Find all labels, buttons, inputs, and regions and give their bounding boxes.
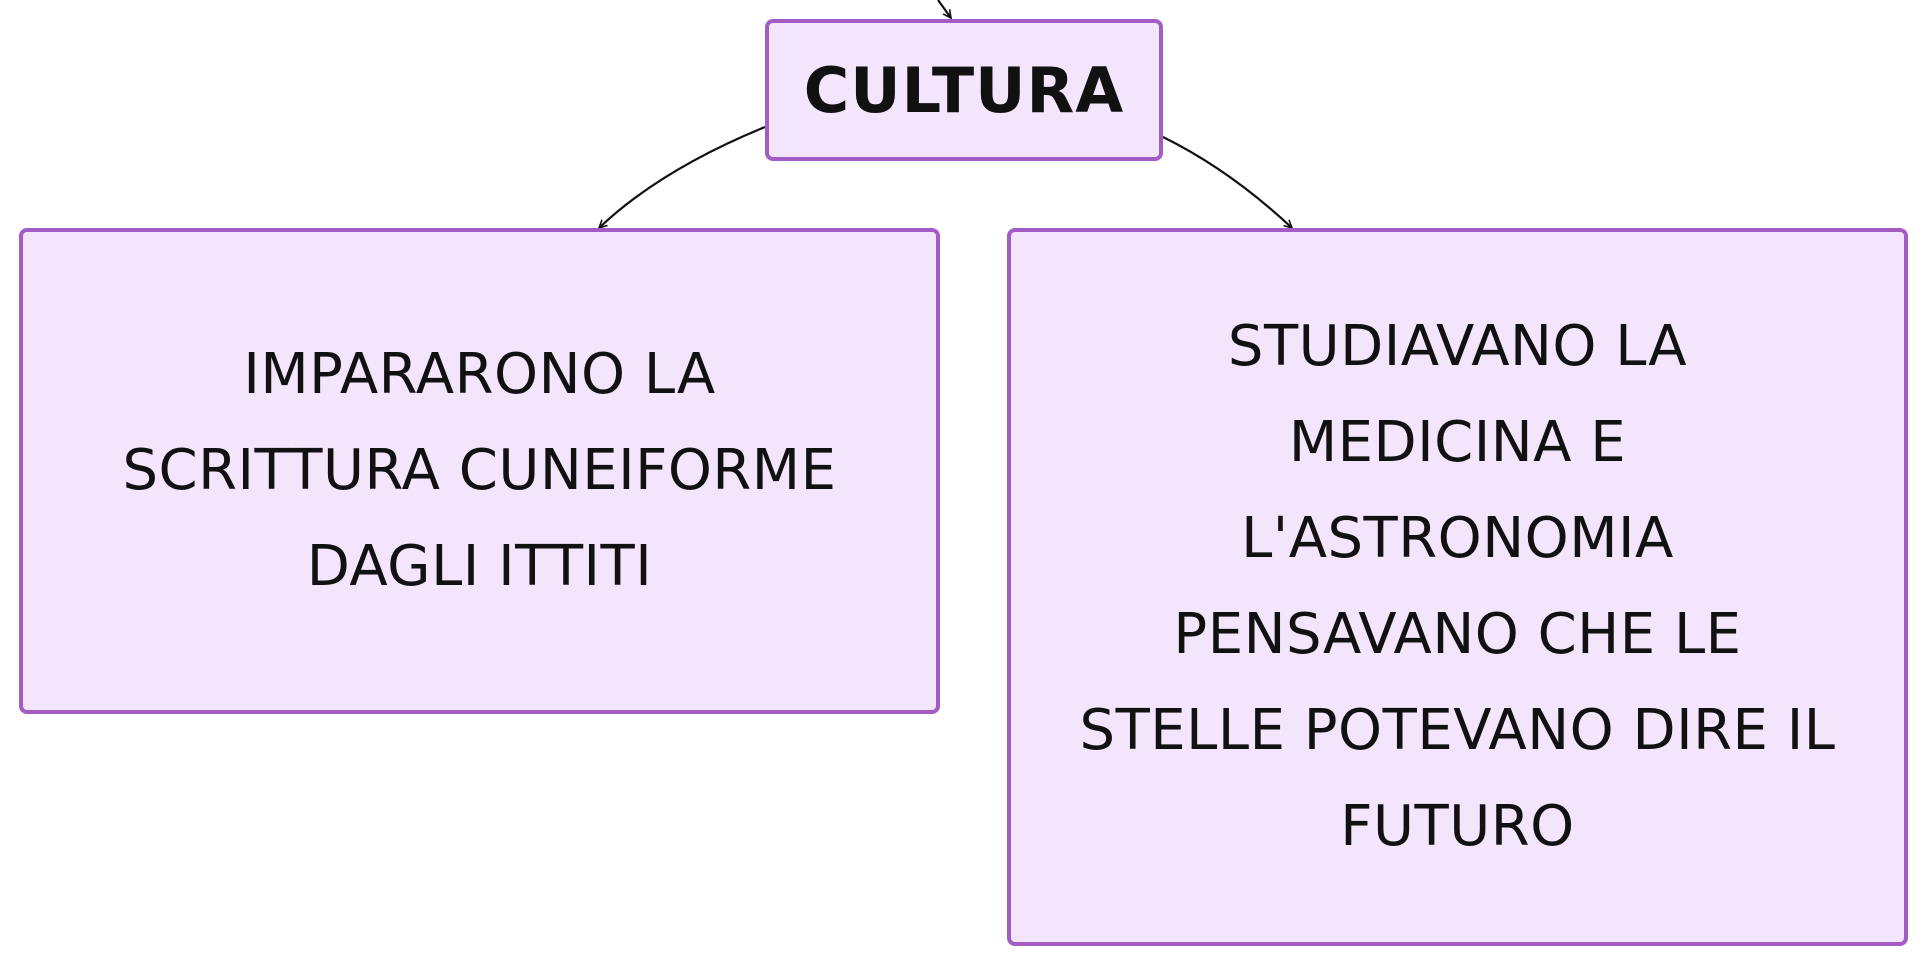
- connector-root-left: [599, 125, 766, 228]
- child-node-line: L'ASTRONOMIA: [1241, 506, 1674, 571]
- child-node-line: DAGLI ITTITI: [306, 534, 653, 599]
- child-node-scrittura[interactable]: IMPARARONO LA SCRITTURA CUNEIFORME DAGLI…: [19, 228, 940, 714]
- child-node-line: SCRITTURA CUNEIFORME: [122, 438, 837, 503]
- incoming-connector: [937, 0, 951, 18]
- child-node-medicina[interactable]: STUDIAVANO LA MEDICINA E L'ASTRONOMIA PE…: [1007, 228, 1908, 946]
- child-node-text: STUDIAVANO LA MEDICINA E L'ASTRONOMIA PE…: [1080, 299, 1836, 875]
- child-node-line: FUTURO: [1340, 794, 1575, 859]
- child-node-text: IMPARARONO LA SCRITTURA CUNEIFORME DAGLI…: [122, 327, 836, 615]
- child-node-line: STUDIAVANO LA: [1227, 314, 1688, 379]
- root-node-label: CULTURA: [803, 53, 1125, 127]
- child-node-line: PENSAVANO CHE LE: [1173, 602, 1742, 667]
- child-node-line: IMPARARONO LA: [243, 342, 716, 407]
- child-node-line: STELLE POTEVANO DIRE IL: [1079, 698, 1836, 763]
- child-node-line: MEDICINA E: [1288, 410, 1627, 475]
- connector-root-right: [1162, 136, 1292, 228]
- root-node-cultura[interactable]: CULTURA: [765, 19, 1163, 161]
